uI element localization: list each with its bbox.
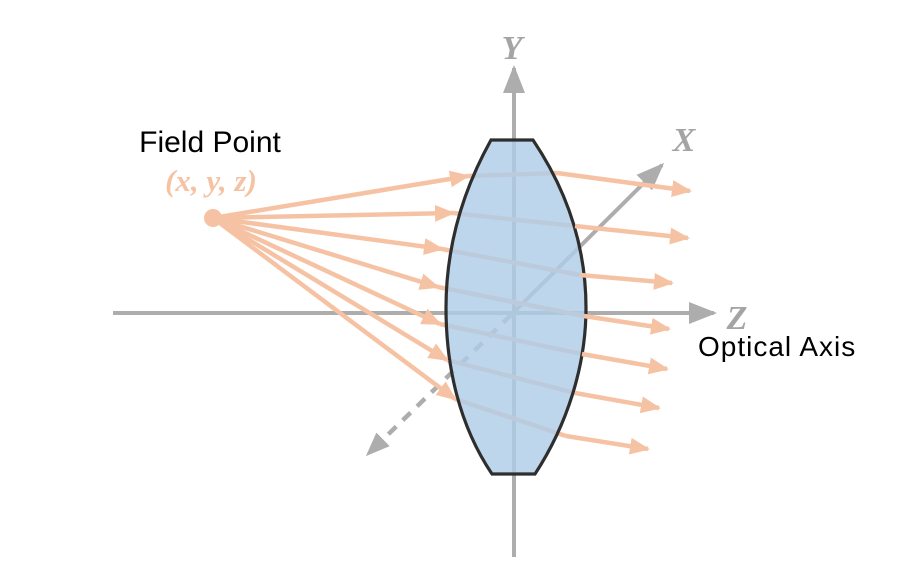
x-axis-label: X [672, 122, 697, 159]
rays-group [211, 170, 692, 455]
field-point-label: Field Point [139, 126, 281, 159]
ray-exit-3 [579, 272, 674, 290]
ray-entry-2 [212, 204, 455, 222]
ray-entry-6 [211, 216, 449, 362]
ray-exit-5 [581, 351, 669, 375]
ray-entry-1 [212, 170, 470, 221]
ray-exit-7 [565, 433, 650, 455]
x-axis-negative-dashed-line [365, 313, 513, 457]
ray-entry-4 [212, 215, 440, 290]
ray-entry-7 [211, 216, 457, 401]
lens [444, 138, 588, 476]
z-axis-label: Z [726, 300, 748, 337]
y-axis-label: Y [502, 30, 526, 67]
ray-exit-1 [556, 170, 692, 198]
ray-exit-4 [583, 313, 671, 335]
ray-exit-2 [574, 223, 690, 245]
ray-exit-6 [574, 390, 661, 414]
field-point-coordinates-label: (x, y, z) [165, 163, 257, 198]
ray-entry-3 [212, 215, 444, 256]
ray-entry-5 [212, 215, 442, 327]
optical-axis-label: Optical Axis [698, 331, 856, 362]
field-point-dot [204, 209, 222, 227]
